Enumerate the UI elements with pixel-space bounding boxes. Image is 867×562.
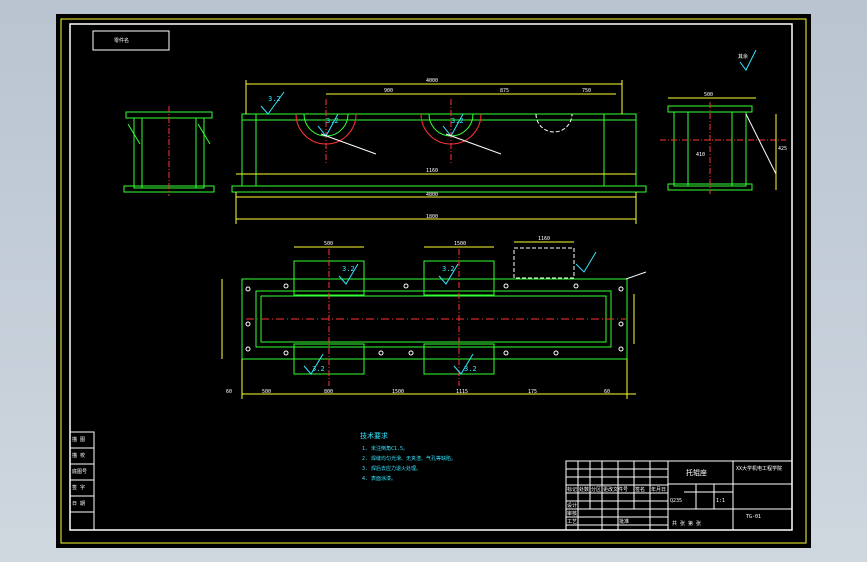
title-company: XX大学机电工程学院 [736, 466, 783, 472]
title-sheet: 共 张 第 张 [672, 521, 702, 527]
title-row-2: 分区 [591, 487, 602, 493]
roughness-plan-4: 3.2 [464, 365, 477, 373]
note-3: 3. 焊后去应力退火处理。 [362, 466, 422, 472]
notes-title: 技术要求 [360, 432, 388, 440]
title-row-1: 处数 [579, 487, 590, 493]
roughness-plan-3: 3.2 [312, 365, 325, 373]
roughness-front-1: 3.2 [268, 95, 281, 103]
title-role-3: 批准 [619, 519, 630, 525]
dim-plan-bottom-2: 800 [324, 389, 334, 395]
dim-side-1: 410 [696, 152, 706, 158]
left-block-3: 签 字 [72, 485, 86, 491]
outer-frame [60, 18, 807, 544]
roughness-front-2: 3.2 [326, 117, 339, 125]
dim-plan-top-2: 1160 [538, 236, 551, 242]
note-2: 2. 焊缝均匀光滑、无夹渣、气孔等缺陷。 [362, 456, 457, 462]
dim-top-0: 4000 [426, 78, 439, 84]
dim-plan-top-0: 500 [324, 241, 334, 247]
title-drawing-no: TG-01 [746, 514, 762, 520]
title-scale: 1:1 [716, 498, 726, 504]
title-role-0: 设计 [567, 503, 578, 509]
title-row-5: 年月日 [651, 487, 667, 493]
left-vertical-block [69, 431, 95, 531]
dim-side-2: 425 [778, 146, 788, 152]
title-tag-box [92, 30, 170, 51]
stamp-label: 其余 [738, 54, 749, 60]
cad-drawing-viewport[interactable]: 零件名 其余 3.2 3.2 3.2 3.2 3.2 3.2 3.2 4000 … [56, 14, 811, 548]
note-4: 4. 表面涂漆。 [362, 476, 397, 482]
left-block-0: 描 图 [72, 437, 86, 443]
title-material: Q235 [670, 498, 683, 504]
left-side-view [123, 106, 215, 196]
title-block [565, 460, 793, 531]
dim-bottom-0: 1160 [426, 168, 439, 174]
dim-plan-bottom-3: 1500 [392, 389, 405, 395]
dim-plan-bottom-4: 1115 [456, 389, 469, 395]
title-tag: 零件名 [114, 38, 130, 44]
title-row-4: 签名 [635, 487, 646, 493]
front-view [231, 80, 647, 224]
dim-bottom-2: 1800 [426, 214, 439, 220]
title-row-0: 标记 [567, 487, 578, 493]
roughness-plan-2: 3.2 [442, 265, 455, 273]
dim-top-2: 875 [500, 88, 510, 94]
dim-side-0: 500 [704, 92, 714, 98]
title-role-2: 工艺 [567, 519, 578, 525]
dim-plan-top-1: 1500 [454, 241, 467, 247]
drawing-canvas [60, 18, 807, 544]
roughness-plan-1: 3.2 [342, 265, 355, 273]
dim-top-1: 900 [384, 88, 394, 94]
dim-plan-bottom-5: 175 [528, 389, 538, 395]
left-block-2: 底图号 [72, 469, 88, 475]
plan-view [221, 241, 647, 399]
dim-plan-bottom-1: 500 [262, 389, 272, 395]
dim-bottom-1: 4800 [426, 192, 439, 198]
roughness-front-3: 3.2 [451, 117, 464, 125]
dim-top-3: 750 [582, 88, 592, 94]
title-part-name: 托辊座 [686, 469, 707, 477]
left-block-4: 日 期 [72, 501, 86, 507]
dim-plan-bottom-0: 60 [226, 389, 233, 395]
note-1: 1. 未注倒角C1.5。 [362, 446, 409, 452]
inner-frame [69, 23, 793, 531]
title-row-3: 更改文件号 [603, 487, 629, 493]
right-side-view [660, 49, 786, 194]
left-block-1: 描 校 [72, 453, 86, 459]
dim-plan-bottom-6: 60 [604, 389, 611, 395]
title-role-1: 审核 [567, 511, 578, 517]
